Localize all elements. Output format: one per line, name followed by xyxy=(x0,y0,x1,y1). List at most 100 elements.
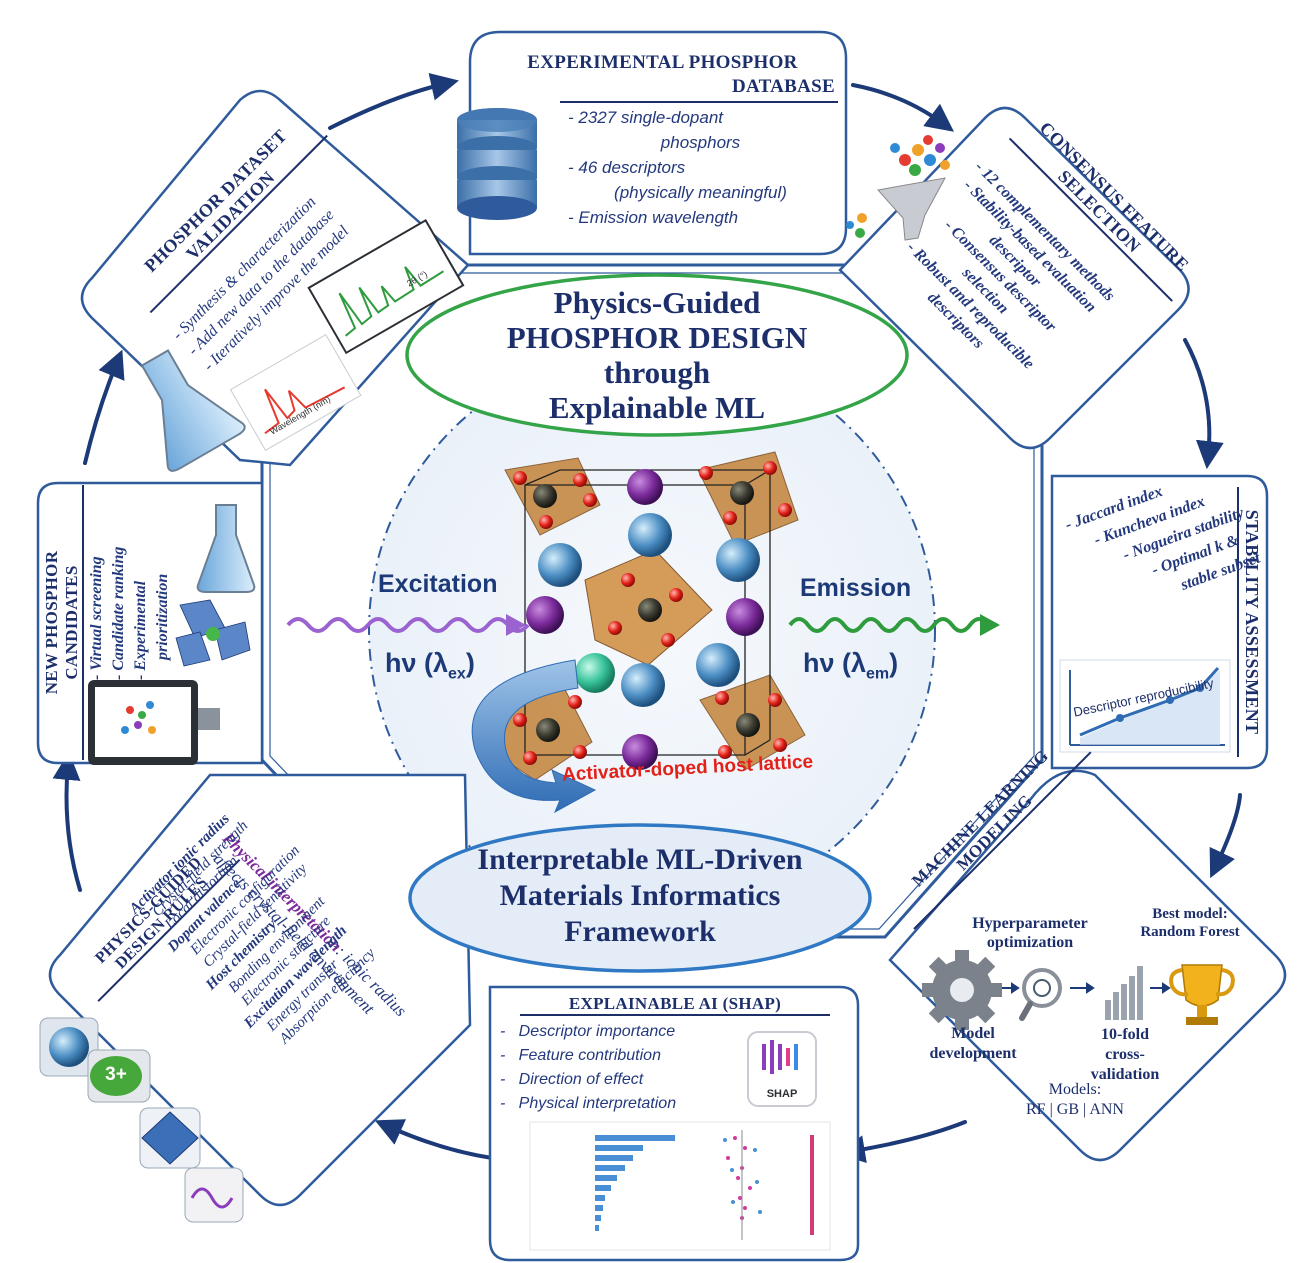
database-title-1: EXPERIMENTAL PHOSPHOR xyxy=(527,52,798,73)
cv-line: 10-fold xyxy=(1101,1026,1149,1043)
center-title-line: through xyxy=(603,355,711,390)
excitation-formula: hν (λex) xyxy=(385,648,475,683)
blue-cation xyxy=(621,663,665,707)
list-item: - Virtual screening xyxy=(88,556,105,680)
purple-cation xyxy=(622,734,658,770)
panel-ml-frame xyxy=(888,769,1287,1162)
model-line: development xyxy=(929,1045,1017,1062)
list-item-text: Descriptor importance xyxy=(518,1023,676,1040)
emission-spectrum-icon xyxy=(229,334,362,451)
blue-cation xyxy=(538,543,582,587)
panel-rules-frame xyxy=(48,773,472,1207)
funnel-icon xyxy=(846,135,950,241)
center-title: Physics-Guided PHOSPHOR DESIGN through E… xyxy=(447,285,867,425)
flask-icon xyxy=(196,504,256,593)
shap-logo-text: SHAP xyxy=(766,1088,798,1100)
valence-badge-text: 3+ xyxy=(105,1064,127,1085)
list-item: - Descriptor importance xyxy=(500,1023,676,1040)
models-label: Models: RF | GB | ANN xyxy=(1000,1080,1150,1120)
candidates-title-1: NEW PHOSPHOR xyxy=(42,550,61,695)
center-title-line: Physics-Guided xyxy=(553,285,761,320)
formula-close: ) xyxy=(889,648,899,678)
formula-close: ) xyxy=(465,648,475,678)
xrd-pattern-icon xyxy=(307,218,465,355)
title-underline xyxy=(560,101,838,103)
best-line: Random Forest xyxy=(1140,924,1240,940)
excitation-wave xyxy=(286,617,530,633)
list-item: - Feature contribution xyxy=(500,1047,661,1064)
blue-cation xyxy=(628,513,672,557)
energy-transfer-arrow xyxy=(471,659,597,814)
formula-sub: ex xyxy=(448,665,466,683)
candidates-title-2: CANDIDATES xyxy=(62,485,84,760)
excitation-label: Excitation xyxy=(378,570,498,598)
list-item: - Candidate ranking xyxy=(110,546,127,680)
list-item: - Physical interpretation xyxy=(500,1095,677,1112)
activator-ion xyxy=(575,653,615,693)
hyper-line: Hyperparameter xyxy=(972,915,1088,932)
list-item-text: Physical interpretation xyxy=(518,1095,677,1112)
list-item: prioritization xyxy=(154,573,171,660)
model-line: Model xyxy=(951,1025,995,1042)
blue-cation xyxy=(696,643,740,687)
emission-wave xyxy=(788,617,990,633)
cv-line: cross- xyxy=(1105,1046,1145,1063)
candidates-title: NEW PHOSPHOR CANDIDATES xyxy=(42,485,84,760)
candidates-list: - Virtual screening - Candidate ranking … xyxy=(86,547,174,680)
hyper-line: optimization xyxy=(986,934,1074,951)
shap-title: EXPLAINABLE AI (SHAP) xyxy=(520,994,830,1016)
database-icon xyxy=(457,108,537,220)
models-line: RF | GB | ANN xyxy=(1026,1101,1124,1118)
formula-sub: em xyxy=(866,665,890,683)
flask-icon xyxy=(140,349,246,472)
list-item: - Emission wavelength xyxy=(568,208,739,227)
list-item: - Direction of effect xyxy=(500,1071,644,1088)
cycle-arrows xyxy=(52,73,1242,1164)
framework-title-line: Framework xyxy=(564,915,716,948)
shap-list: - Descriptor importance - Feature contri… xyxy=(500,1020,676,1116)
crystal-lattice xyxy=(499,451,806,781)
sphere-tile-icon xyxy=(39,1017,99,1077)
title-ellipse xyxy=(405,273,909,437)
database-list: - 2327 single-dopant phosphors - 46 desc… xyxy=(568,105,833,230)
valence-tile-icon xyxy=(87,1049,151,1103)
reproducibility-chart-icon xyxy=(1059,659,1231,753)
list-item: - 2327 single-dopant xyxy=(568,108,724,127)
list-item: phosphors xyxy=(660,133,741,152)
purple-cation xyxy=(627,469,663,505)
purple-cation xyxy=(726,598,764,636)
center-title-line: Explainable ML xyxy=(548,390,766,425)
emission-formula: hν (λem) xyxy=(803,648,898,683)
purple-cation xyxy=(526,596,564,634)
wave-tile-icon xyxy=(184,1167,244,1223)
crystal-structure-icon xyxy=(170,598,252,670)
best-model-label: Best model: Random Forest xyxy=(1125,905,1255,941)
formula-text: hν (λ xyxy=(803,648,867,678)
list-item-text: Feature contribution xyxy=(518,1047,661,1064)
cv-label: 10-fold cross- validation xyxy=(1080,1025,1170,1085)
formula-text: hν (λ xyxy=(385,648,449,678)
model-dev-label: Model development xyxy=(918,1024,1028,1064)
emission-label: Emission xyxy=(800,574,912,602)
framework-title-line: Materials Informatics xyxy=(499,879,781,912)
framework-title: Interpretable ML-Driven Materials Inform… xyxy=(410,842,870,950)
gear-icon xyxy=(922,950,1002,1030)
center-title-line: PHOSPHOR DESIGN xyxy=(506,320,808,355)
magnifier-icon xyxy=(1019,968,1062,1021)
list-item-text: Direction of effect xyxy=(518,1071,644,1088)
hyper-label: Hyperparameter optimization xyxy=(965,914,1095,952)
blue-cation xyxy=(716,538,760,582)
models-line: Models: xyxy=(1048,1081,1102,1098)
list-item: - 46 descriptors xyxy=(568,158,686,177)
cv-line: validation xyxy=(1090,1066,1160,1083)
best-line: Best model: xyxy=(1152,906,1228,922)
panel-database-frame xyxy=(468,30,848,256)
bar-chart-icon xyxy=(1105,966,1143,1020)
monitor-icon xyxy=(88,680,220,765)
shap-logo-icon xyxy=(747,1031,817,1107)
octahedron-tile-icon xyxy=(139,1107,201,1169)
framework-title-line: Interpretable ML-Driven xyxy=(477,843,803,876)
trophy-icon xyxy=(1169,964,1235,1025)
list-item: - Experimental xyxy=(132,580,149,680)
